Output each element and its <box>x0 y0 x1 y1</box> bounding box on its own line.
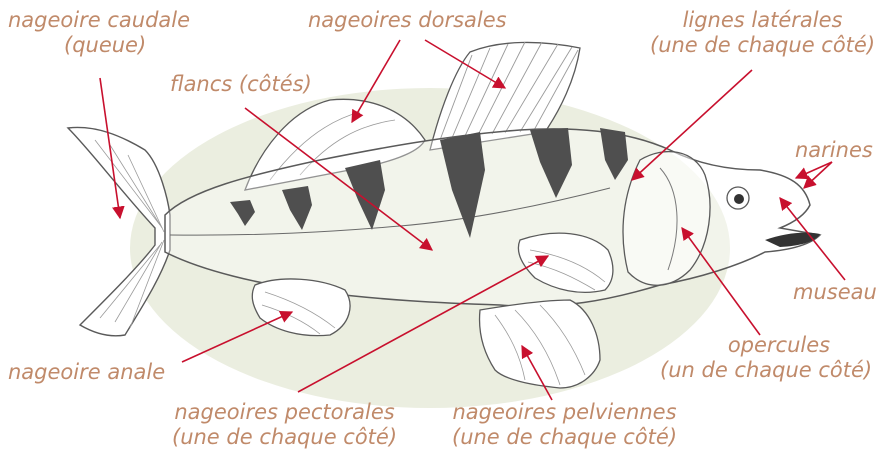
label-nageoires-dorsales: nageoires dorsales <box>308 8 507 33</box>
label-nageoires-pelviennes: nageoires pelviennes (une de chaque côté… <box>452 400 677 450</box>
arrow-narines-2 <box>804 162 832 188</box>
arrow-narines-1 <box>796 162 832 178</box>
pupil <box>734 194 744 204</box>
label-narines: narines <box>795 138 873 163</box>
label-nageoire-caudale: nageoire caudale (queue) <box>8 8 190 58</box>
label-lignes-laterales: lignes latérales (une de chaque côté) <box>650 8 875 58</box>
label-nageoires-pectorales: nageoires pectorales (une de chaque côté… <box>172 400 397 450</box>
label-nageoire-anale: nageoire anale <box>8 360 165 385</box>
label-museau: museau <box>793 280 877 305</box>
label-opercules: opercules (un de chaque côté) <box>660 333 872 383</box>
label-flancs: flancs (côtés) <box>170 72 312 97</box>
